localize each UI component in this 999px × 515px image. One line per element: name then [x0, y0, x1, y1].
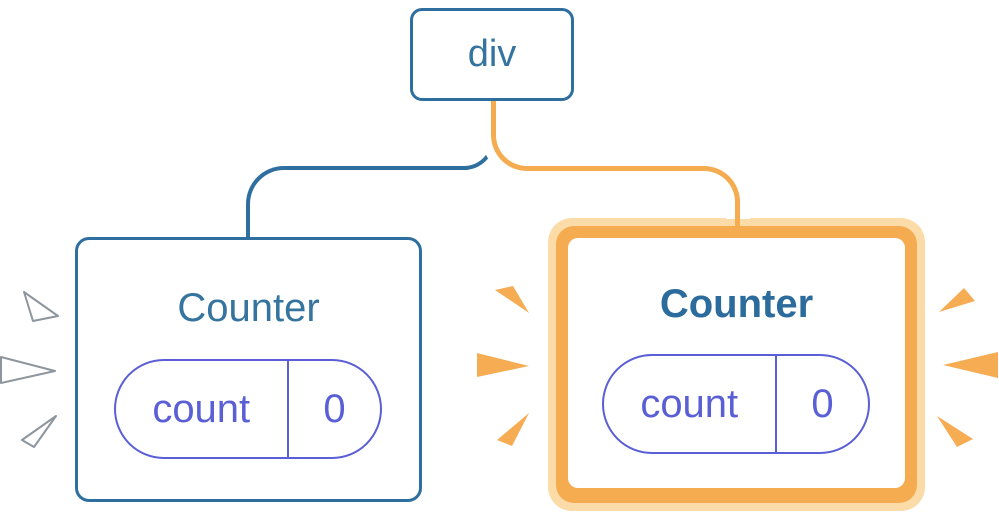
left-counter-title: Counter — [177, 286, 320, 330]
left-counter-state-value: 0 — [323, 386, 346, 431]
right-counter-state-key: count — [640, 381, 739, 426]
left-counter-card: Counter count 0 — [75, 237, 422, 502]
spark-icon — [939, 288, 975, 312]
edge-to-right-counter-core-lower — [588, 166, 740, 236]
right-counter-title: Counter — [659, 282, 814, 326]
left-counter-state-pill: count 0 — [114, 359, 382, 459]
right-counter-state-pill: count 0 — [602, 354, 870, 454]
right-counter-card: Counter count 0 — [568, 238, 905, 488]
spark-icon — [477, 353, 529, 377]
edge-to-right-counter-core-upper — [491, 96, 602, 171]
edge-to-left-counter-lower — [246, 166, 468, 238]
root-div-node: div — [410, 8, 574, 101]
spark-icon — [495, 286, 529, 313]
spark-icon — [23, 291, 59, 322]
root-div-label: div — [467, 33, 517, 75]
pill-divider — [286, 361, 289, 457]
spark-icon — [21, 415, 57, 448]
left-counter-state-key: count — [152, 386, 251, 431]
spark-icon — [0, 356, 56, 384]
spark-icon — [937, 416, 973, 447]
pill-divider — [774, 356, 777, 452]
right-counter-state-value: 0 — [811, 381, 834, 426]
spark-icon — [943, 352, 998, 378]
spark-icon — [497, 413, 529, 446]
